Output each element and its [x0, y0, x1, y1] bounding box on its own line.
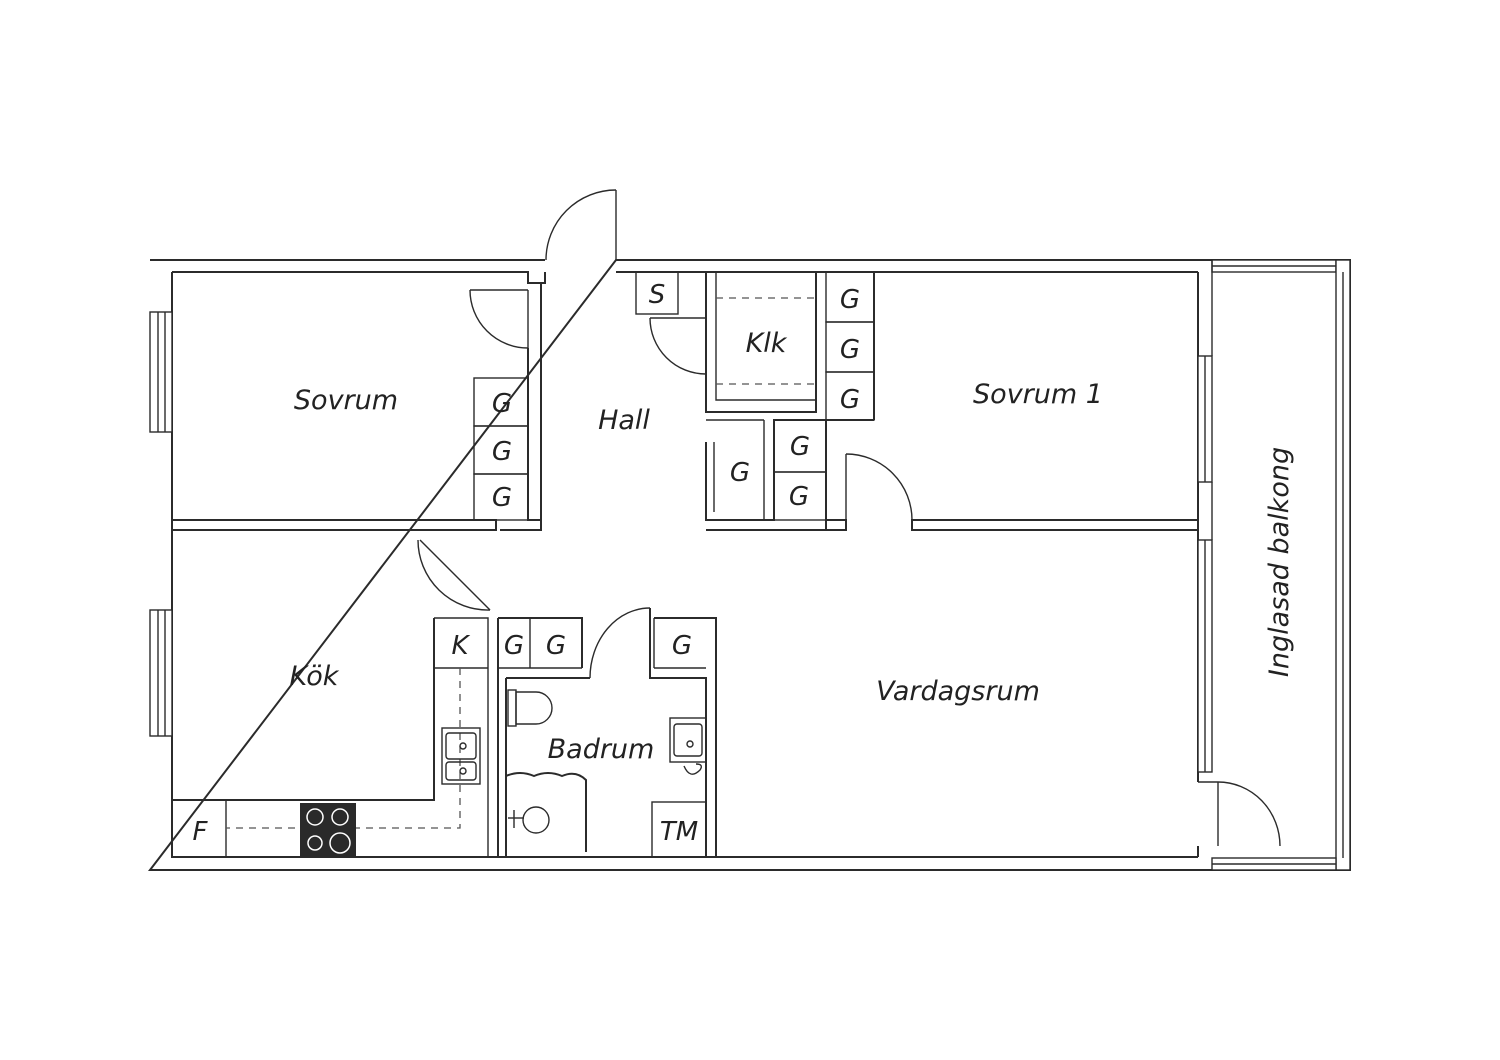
room-label-balkong: Inglasad balkong — [1264, 447, 1295, 677]
entrance-door — [545, 189, 617, 261]
washbasin — [669, 717, 707, 775]
wardrobe-label: G — [840, 335, 860, 365]
wardrobe-label: G — [492, 389, 512, 419]
wardrobe-label: G — [546, 631, 566, 661]
wardrobe-label: G — [790, 432, 810, 462]
wardrobe-label: G — [492, 437, 512, 467]
room-label-sovrum: Sovrum — [294, 385, 398, 416]
door-sovrum1 — [845, 453, 913, 521]
storage-box — [635, 271, 679, 315]
window-sovrum1 — [1197, 355, 1213, 483]
wardrobe-label: G — [504, 631, 524, 661]
shower — [505, 772, 587, 852]
wardrobe-label: G — [840, 285, 860, 315]
wardrobe-label: G — [789, 482, 809, 512]
room-label-hall: Hall — [598, 405, 650, 436]
window-vardagsrum — [1197, 539, 1213, 773]
door-badrum — [589, 607, 651, 679]
room-label-badrum: Badrum — [548, 734, 655, 765]
door-balkong — [1198, 781, 1281, 847]
door-kok — [417, 539, 491, 611]
klk-walls — [705, 272, 817, 413]
wardrobe-label: G — [840, 385, 860, 415]
room-label-sovrum-1: Sovrum 1 — [973, 379, 1103, 410]
wardrobe-label: G — [672, 631, 692, 661]
wardrobes-sovrum — [473, 377, 529, 521]
door-sovrum — [469, 289, 529, 349]
window-left-sovrum — [149, 311, 173, 433]
room-label-klk: Klk — [746, 328, 788, 359]
outer-walls — [147, 259, 1351, 871]
storage-label: S — [649, 280, 666, 310]
washer-label: TM — [660, 817, 698, 847]
wardrobe-label: G — [492, 483, 512, 513]
toilet — [507, 689, 553, 727]
wardrobe-label: G — [730, 458, 750, 488]
window-left-kok — [149, 609, 173, 737]
stove — [300, 803, 356, 857]
room-label-kok: Kök — [290, 661, 340, 692]
freezer-label: F — [193, 817, 209, 847]
kitchen-sink — [441, 727, 481, 785]
room-label-vardagsrum: Vardagsrum — [876, 676, 1040, 707]
balkong-glazing — [1211, 259, 1351, 871]
fridge-label: K — [451, 631, 470, 661]
door-klk — [649, 317, 707, 375]
